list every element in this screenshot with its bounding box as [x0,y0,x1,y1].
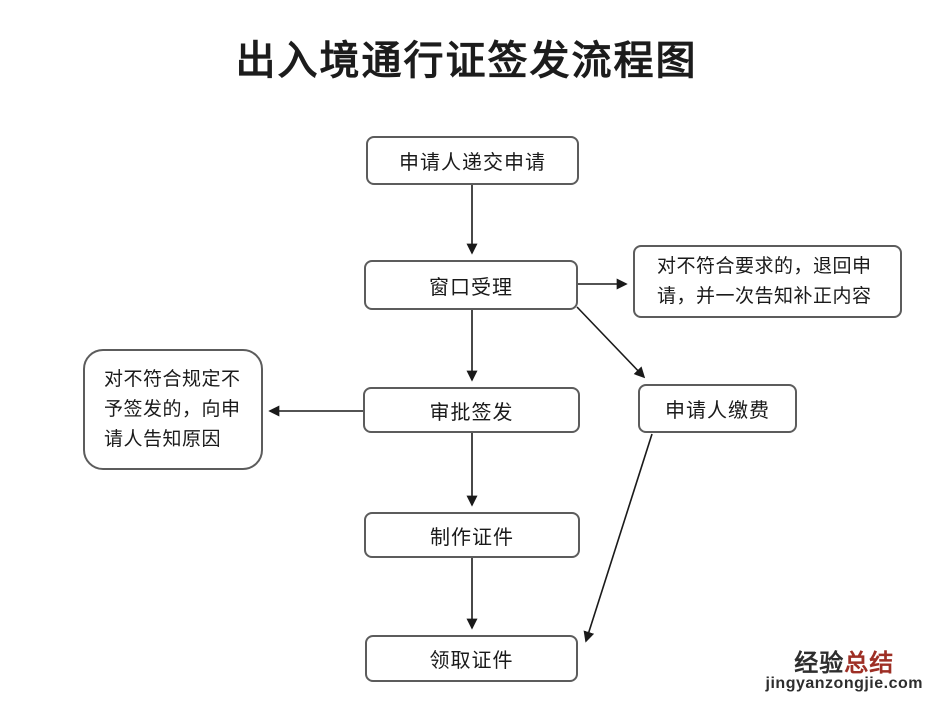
node-produce-document: 制作证件 [364,512,580,558]
node-window-accept: 窗口受理 [364,260,578,310]
node-collect-document: 领取证件 [365,635,578,682]
node-applicant-submit-label: 申请人递交申请 [399,152,546,174]
node-applicant-pay-label: 申请人缴费 [665,400,770,422]
watermark-brand: 经验总结 [766,651,923,676]
watermark: 经验总结 jingyanzongjie.com [766,651,923,693]
node-deny-notice-line2: 予签发的，向申 [104,398,241,420]
node-produce-document-label: 制作证件 [430,526,514,549]
node-applicant-submit: 申请人递交申请 [366,136,579,185]
node-approve-issue-label: 审批签发 [429,401,514,424]
node-window-accept-label: 窗口受理 [429,276,513,299]
arrow-accept-to-pay [576,306,646,379]
node-reject-return-line1: 对不符合要求的，退回申 [657,255,872,277]
node-approve-issue: 审批签发 [363,387,580,433]
watermark-brand-red: 总结 [844,650,895,678]
node-collect-document-label: 领取证件 [429,650,514,672]
watermark-brand-black: 经验 [794,650,845,678]
node-reject-return: 对不符合要求的，退回申 请，并一次告知补正内容 [633,245,902,318]
node-deny-notice: 对不符合规定不 予签发的，向申 请人告知原因 [83,349,263,470]
arrow-pay-to-collect [583,433,653,643]
watermark-site: jingyanzongjie.com [765,675,923,693]
page-title: 出入境通行证签发流程图 [235,39,698,83]
node-reject-return-line2: 请，并一次告知补正内容 [657,285,872,307]
node-deny-notice-line3: 请人告知原因 [104,428,222,450]
node-applicant-pay: 申请人缴费 [638,384,797,433]
node-deny-notice-line1: 对不符合规定不 [104,368,241,390]
